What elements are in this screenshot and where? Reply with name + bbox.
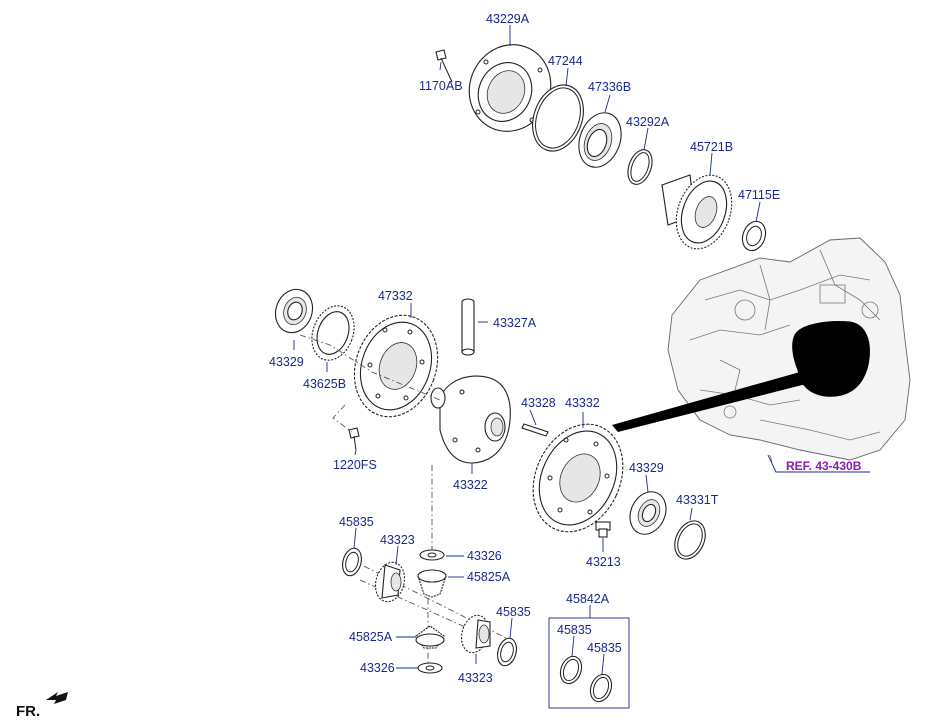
part-label-43331T[interactable]: 43331T: [676, 493, 719, 507]
pinion-washer-lower: [417, 662, 443, 674]
pinion-shaft: [461, 298, 475, 356]
bearing-cover-flange: [468, 44, 552, 132]
part-label-43328[interactable]: 43328: [521, 396, 556, 410]
side-gear-upper: [374, 561, 406, 603]
front-direction-label: FR.: [16, 703, 40, 720]
o-ring: [532, 84, 584, 152]
part-label-43329-right[interactable]: 43329: [629, 461, 664, 475]
side-bearing-right: [629, 491, 667, 535]
part-label-45835-right[interactable]: 45835: [496, 605, 531, 619]
front-arrow-icon: [46, 692, 68, 704]
part-label-43229A[interactable]: 43229A: [486, 12, 530, 26]
thrust-washer-lower-right: [497, 637, 517, 667]
part-label-45835-kit-a[interactable]: 45835: [557, 623, 592, 637]
adjust-shim: [674, 520, 706, 560]
part-label-47115E[interactable]: 47115E: [738, 188, 780, 202]
part-label-45825A-upper[interactable]: 45825A: [467, 570, 511, 584]
part-label-43292A[interactable]: 43292A: [626, 115, 670, 129]
part-label-43327A[interactable]: 43327A: [493, 316, 537, 330]
part-label-43625B[interactable]: 43625B: [303, 377, 346, 391]
part-label-43322[interactable]: 43322: [453, 478, 488, 492]
side-bearing-left: [274, 288, 314, 334]
kit-washer-a: [559, 655, 583, 685]
part-label-1170AB[interactable]: 1170AB: [419, 79, 463, 93]
part-label-1220FS[interactable]: 1220FS: [333, 458, 377, 472]
part-label-45842A[interactable]: 45842A: [566, 592, 610, 606]
output-gear: [661, 174, 733, 250]
part-label-45835-kit-b[interactable]: 45835: [587, 641, 622, 655]
thrust-washer-upper-left: [342, 547, 362, 577]
part-label-43213[interactable]: 43213: [586, 555, 621, 569]
part-label-47336B[interactable]: 47336B: [588, 80, 631, 94]
drain-plug: [595, 521, 611, 538]
side-gear-lower: [460, 614, 491, 654]
part-label-43332[interactable]: 43332: [565, 396, 600, 410]
reference-label[interactable]: REF. 43-430B: [786, 459, 862, 473]
part-label-47244[interactable]: 47244: [548, 54, 583, 68]
snap-ring: [627, 149, 653, 185]
part-label-47332[interactable]: 47332: [378, 289, 413, 303]
part-label-45825A-lower[interactable]: 45825A: [349, 630, 393, 644]
part-label-43323-upper[interactable]: 43323: [380, 533, 415, 547]
pinion-washer-upper: [419, 549, 445, 561]
ring-gear-bolt: [348, 427, 360, 451]
part-label-43326-upper[interactable]: 43326: [467, 549, 502, 563]
washer-kit-box: [548, 617, 630, 709]
part-label-45721B[interactable]: 45721B: [690, 140, 733, 154]
ring-gear-right: [532, 423, 624, 533]
pinion-gear-lower: [415, 625, 445, 649]
speedometer-gear: [311, 305, 355, 361]
oil-seal: [741, 220, 767, 252]
part-label-45835-upper[interactable]: 45835: [339, 515, 374, 529]
differential-case: [430, 375, 511, 464]
transmission-case: [612, 237, 911, 463]
part-label-43323-lower[interactable]: 43323: [458, 671, 493, 685]
pinion-gear-upper: [417, 569, 447, 598]
part-label-43326-lower[interactable]: 43326: [360, 661, 395, 675]
reference-leader: [767, 454, 870, 473]
kit-washer-b: [589, 673, 613, 703]
lock-pin: [521, 423, 549, 437]
taper-bearing-race: [578, 112, 622, 168]
ring-gear-left: [353, 314, 439, 418]
part-label-43329-left[interactable]: 43329: [269, 355, 304, 369]
flange-bolt: [435, 49, 453, 83]
